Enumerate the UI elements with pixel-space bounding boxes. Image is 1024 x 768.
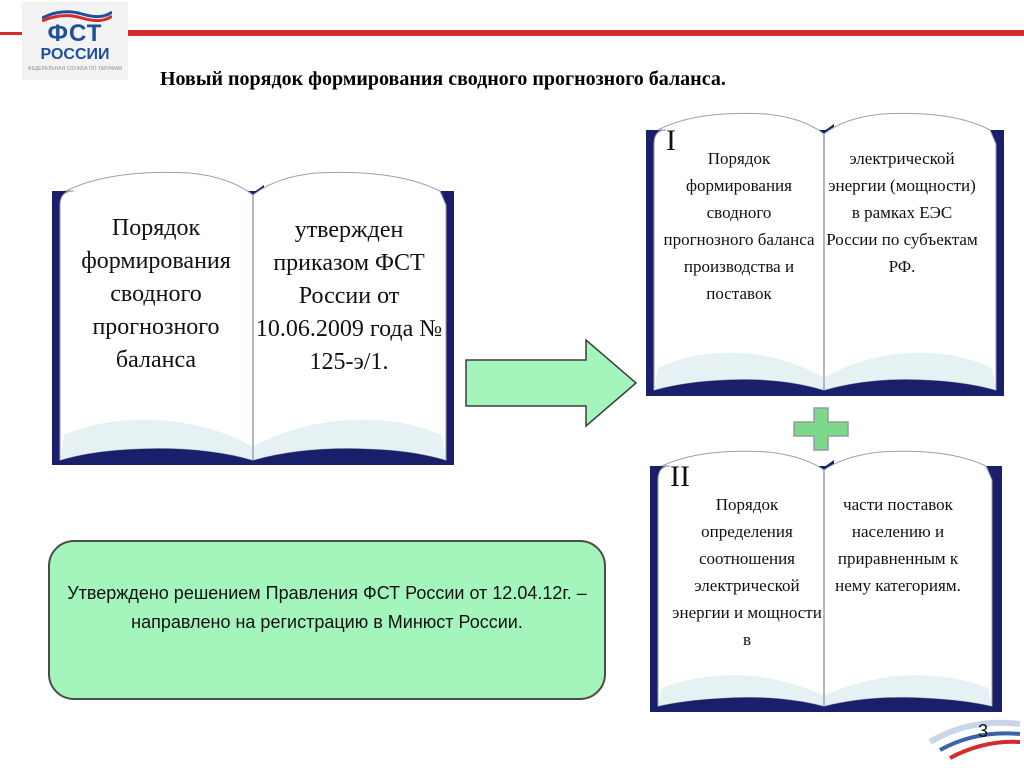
book-main-icon [52, 171, 454, 465]
header-red-line [128, 30, 1024, 36]
slide-title: Новый порядок формирования сводного прог… [160, 68, 726, 90]
logo-line2: РОССИИ [40, 46, 110, 63]
book-main-right-page: утвержден приказом ФСТ России от 10.06.2… [255, 217, 443, 375]
book-two-roman: II [670, 460, 690, 493]
book-one-roman: I [666, 124, 676, 157]
footer-swoosh-icon [928, 719, 1021, 760]
flag-stripes-icon [42, 10, 112, 22]
approval-note-box [48, 540, 606, 700]
book-one-left-page: Порядок формирования сводного прогнозног… [663, 149, 815, 303]
book-two-right-page: части поставок населению и приравненным … [835, 495, 961, 595]
book-one-icon [646, 112, 1004, 396]
approval-note-text: Утверждено решением Правления ФСТ России… [67, 583, 587, 632]
book-two-left-page: Порядок определения соотношения электрич… [672, 495, 822, 649]
logo-subtitle: ФЕДЕРАЛЬНАЯ СЛУЖБА ПО ТАРИФАМ [27, 66, 123, 72]
page-number: 3 [978, 721, 989, 741]
logo-line1: ФСТ [47, 20, 103, 47]
plus-icon [793, 407, 849, 451]
fst-logo: ФСТ РОССИИ ФЕДЕРАЛЬНАЯ СЛУЖБА ПО ТАРИФАМ [22, 2, 128, 80]
header-red-line-left [0, 32, 22, 35]
book-two-icon [650, 450, 1002, 712]
book-main-left-page: Порядок формирования сводного прогнозног… [81, 215, 231, 373]
book-one-right-page: электрической энергии (мощности) в рамка… [826, 149, 978, 276]
arrow-right-icon [465, 338, 638, 428]
